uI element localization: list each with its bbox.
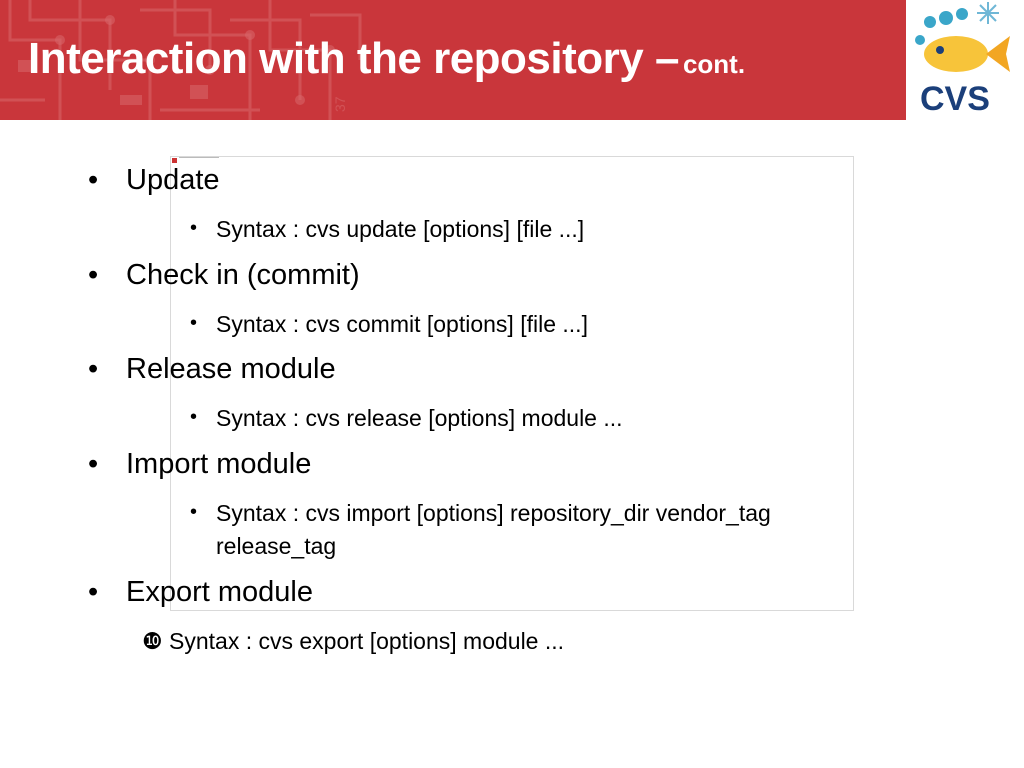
bullet-export: • Export module — [88, 576, 313, 609]
bullet-release: • Release module — [88, 353, 336, 386]
syntax-text: Syntax : cvs commit [options] [file ...] — [216, 311, 588, 337]
title-suffix: cont. — [682, 49, 746, 79]
syntax-commit: • Syntax : cvs commit [options] [file ..… — [190, 311, 588, 338]
bullet-label: Check in (commit) — [126, 259, 360, 291]
bullet-marker: • — [88, 576, 99, 608]
cvs-fish-logo-icon: CVS — [915, 2, 1010, 118]
syntax-release: • Syntax : cvs release [options] module … — [190, 405, 623, 432]
syntax-import: • Syntax : cvs import [options] reposito… — [190, 500, 771, 560]
cvs-logo: CVS — [906, 0, 1024, 120]
sub-bullet-marker: • — [190, 501, 198, 523]
title-banner: 37 Interaction with the repository –cont… — [0, 0, 906, 120]
syntax-text: Syntax : cvs import [options] repository… — [216, 500, 771, 526]
bullet-marker: • — [88, 353, 99, 385]
bullet-label: Import module — [126, 448, 312, 480]
embedded-object-frame — [170, 156, 854, 611]
bullet-import: • Import module — [88, 448, 312, 481]
syntax-text-continued: release_tag — [216, 533, 337, 559]
svg-text:37: 37 — [332, 96, 348, 112]
bullet-marker: • — [88, 448, 99, 480]
bullet-label: Update — [126, 164, 220, 196]
embedded-object-caption — [179, 157, 219, 160]
svg-text:CVS: CVS — [920, 80, 990, 118]
sub-bullet-marker: • — [190, 217, 198, 239]
syntax-text: Syntax : cvs export [options] module ... — [169, 628, 565, 654]
syntax-export: ❿ Syntax : cvs export [options] module .… — [142, 628, 564, 655]
bullet-update: • Update — [88, 164, 220, 197]
bullet-label: Release module — [126, 353, 336, 385]
sub-bullet-marker: • — [190, 406, 198, 428]
slide-title: Interaction with the repository –cont. — [28, 34, 745, 84]
syntax-text: Syntax : cvs update [options] [file ...] — [216, 216, 585, 242]
embedded-object-icon — [172, 158, 177, 163]
numbered-bullet-marker: ❿ — [142, 628, 163, 654]
circuit-pattern-icon: 37 — [0, 0, 362, 120]
bullet-marker: • — [88, 259, 99, 291]
title-main: Interaction with the repository – — [28, 34, 679, 83]
syntax-update: • Syntax : cvs update [options] [file ..… — [190, 216, 585, 243]
bullet-label: Export module — [126, 576, 313, 608]
sub-bullet-marker: • — [190, 312, 198, 334]
bullet-check-in: • Check in (commit) — [88, 259, 360, 292]
bullet-marker: • — [88, 164, 99, 196]
syntax-text: Syntax : cvs release [options] module ..… — [216, 405, 623, 431]
